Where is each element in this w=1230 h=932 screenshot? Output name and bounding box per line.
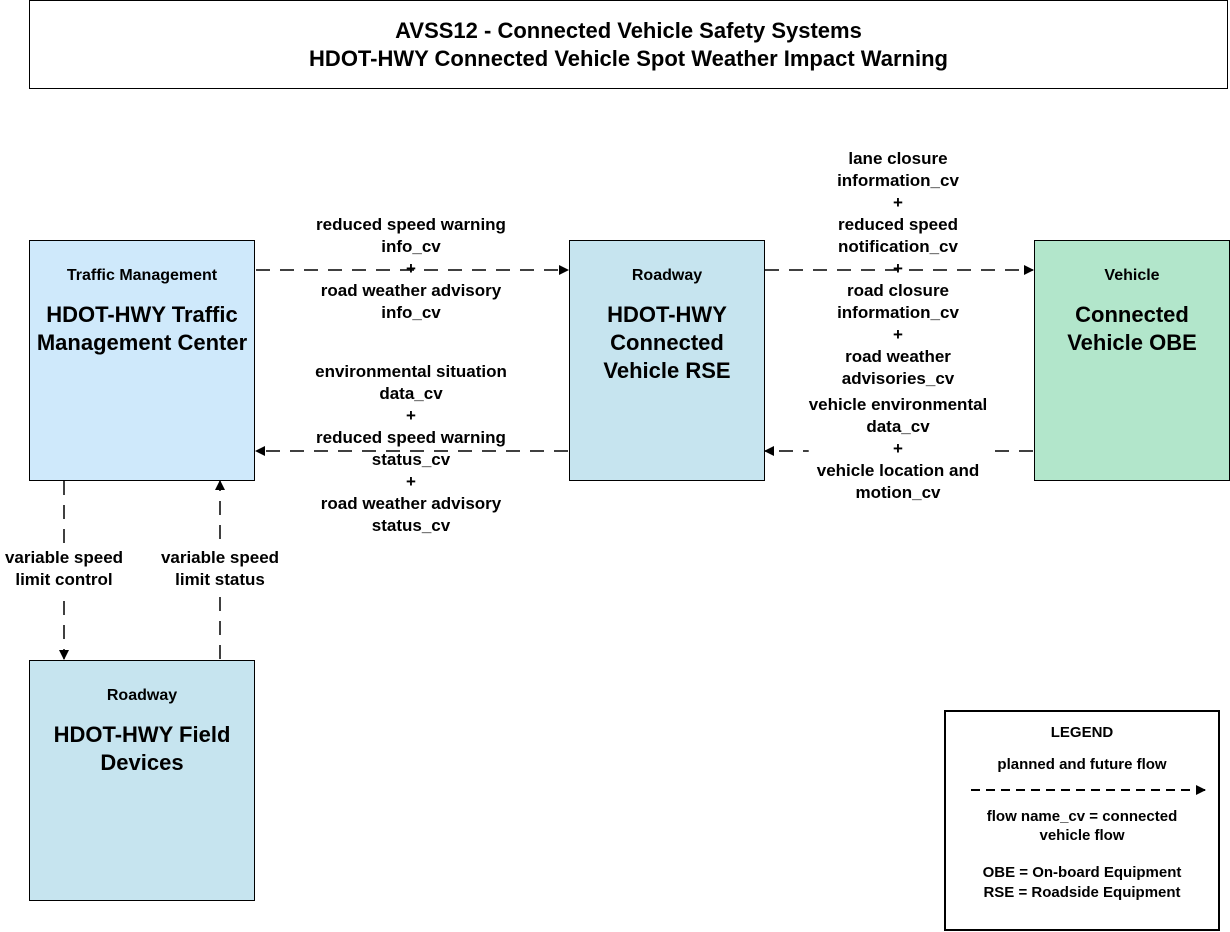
legend-rse-definition: RSE = Roadside Equipment [983, 884, 1181, 901]
legend-flow-type: planned and future flow [997, 756, 1167, 773]
flow-label-tmc-to-rse: reduced speed warning info_cv + road wea… [316, 215, 506, 322]
legend-title: LEGEND [1050, 724, 1114, 741]
node-category: Traffic Management [66, 267, 218, 284]
node-connected-vehicle-rse[interactable]: Roadway HDOT-HWY Connected Vehicle RSE [569, 240, 765, 481]
node-category: Vehicle [1104, 267, 1160, 284]
node-name: HDOT-HWY Field Devices [53, 722, 231, 775]
flow-label-tmc-to-field: variable speed limit control [4, 547, 124, 591]
node-connected-vehicle-obe[interactable]: Vehicle Connected Vehicle OBE [1034, 240, 1230, 481]
node-field-devices[interactable]: Roadway HDOT-HWY Field Devices [29, 660, 255, 901]
diagram-title-box: AVSS12 - Connected Vehicle Safety System… [29, 0, 1228, 89]
diagram-title-line2: HDOT-HWY Connected Vehicle Spot Weather … [309, 45, 948, 71]
legend-cv-note: flow name_cv = connected vehicle flow [986, 808, 1178, 844]
node-name: HDOT-HWY Connected Vehicle RSE [603, 302, 731, 383]
flow-label-obe-to-rse: vehicle environmental data_cv + vehicle … [808, 394, 988, 504]
flow-label-rse-to-tmc: environmental situation data_cv + reduce… [315, 362, 507, 535]
node-category: Roadway [106, 687, 178, 704]
legend-obe-definition: OBE = On-board Equipment [982, 864, 1182, 881]
node-category: Roadway [631, 267, 703, 284]
flow-label-field-to-tmc: variable speed limit status [160, 547, 280, 591]
diagram-title-line1: AVSS12 - Connected Vehicle Safety System… [395, 17, 862, 43]
flow-label-rse-to-obe: lane closure information_cv + reduced sp… [837, 149, 959, 388]
node-name: HDOT-HWY Traffic Management Center [36, 302, 248, 355]
node-traffic-management-center[interactable]: Traffic Management HDOT-HWY Traffic Mana… [29, 240, 255, 481]
node-name: Connected Vehicle OBE [1067, 302, 1197, 355]
legend-box: LEGEND planned and future flow flow name… [944, 710, 1220, 931]
